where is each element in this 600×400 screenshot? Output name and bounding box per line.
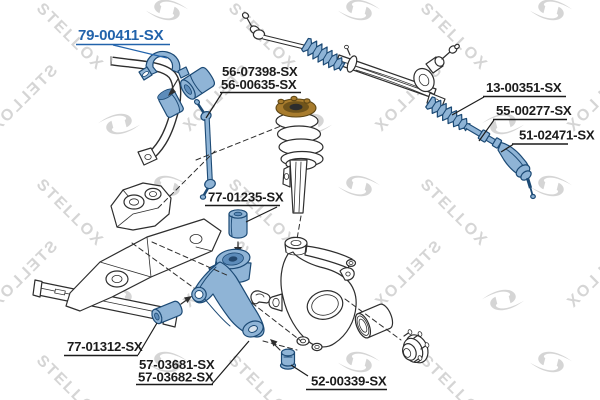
label-control-arm[interactable]: 57-03681-SX 57-03682-SX — [136, 340, 250, 386]
stellox-logo-watermark-icon — [97, 102, 141, 146]
label-tie-rod-end[interactable]: 51-02471-SX — [500, 128, 595, 153]
label-control-arm-front-bushing[interactable]: 77-01312-SX — [64, 322, 158, 357]
part-number-text[interactable]: 57-03681-SX — [139, 357, 215, 372]
part-number-text[interactable]: 55-00277-SX — [496, 103, 572, 118]
wheel-bearing-drawing — [354, 303, 394, 339]
stellox-logo-watermark-icon — [529, 340, 573, 384]
watermark-text: STELLOX — [0, 238, 61, 312]
label-stabilizer-bushing[interactable]: 79-00411-SX — [76, 27, 170, 59]
part-number-link[interactable]: 79-00411-SX — [78, 27, 164, 44]
part-number-text[interactable]: 77-01235-SX — [208, 190, 284, 205]
watermark-text: STELLOX — [563, 62, 600, 136]
stellox-logo-watermark-icon — [529, 0, 573, 32]
strut-drawing — [275, 95, 324, 214]
part-number-text[interactable]: 77-01312-SX — [67, 339, 143, 354]
stabilizer-link-part — [193, 99, 216, 200]
wheel-hub-drawing — [402, 329, 430, 364]
assembly-axis-lines — [131, 125, 402, 351]
subframe-drawing — [32, 182, 271, 328]
control-arm-rear-bushing-part — [228, 209, 248, 239]
label-steering-bellows[interactable]: 13-00351-SX — [451, 80, 566, 116]
leader-line — [290, 364, 309, 377]
inner-tie-rod-part — [465, 123, 503, 149]
part-number-text[interactable]: 57-03682-SX — [138, 370, 214, 385]
watermark-text: STELLOX — [371, 238, 445, 312]
steering-bellows-right-part — [423, 94, 473, 135]
stellox-logo-watermark-icon — [337, 0, 381, 32]
stellox-logo-watermark-icon — [337, 164, 381, 208]
label-ball-joint-boot[interactable]: 52-00339-SX — [290, 364, 387, 391]
leader-line — [112, 44, 168, 59]
knuckle-hub-drawing — [268, 236, 430, 364]
leader-line — [478, 119, 495, 142]
watermark-text: STELLOX — [33, 176, 107, 250]
watermark-text: STELLOX — [33, 352, 107, 400]
watermark-text: STELLOX — [0, 62, 61, 136]
ball-joint-boot-part — [270, 339, 297, 370]
control-arm-front-bushing-part — [151, 300, 183, 325]
tie-rod-end-part — [497, 141, 536, 200]
label-inner-tie-rod[interactable]: 55-00277-SX — [478, 103, 572, 142]
part-number-text[interactable]: 56-00635-SX — [221, 77, 297, 92]
watermark-text: STELLOX — [563, 238, 600, 312]
steering-rack-drawing — [241, 12, 536, 200]
stellox-logo-watermark-icon — [481, 278, 525, 322]
leader-line — [500, 143, 514, 153]
label-stabilizer-link[interactable]: 56-07398-SX 56-00635-SX — [205, 64, 301, 119]
stabilizer-bushing-kit-part — [138, 50, 216, 118]
strut-top-mount — [275, 95, 317, 118]
control-arm-part — [151, 209, 265, 338]
watermark-text: STELLOX — [417, 176, 491, 250]
part-number-text[interactable]: 56-07398-SX — [222, 64, 298, 79]
leader-line — [245, 206, 278, 223]
watermark-text: STELLOX — [417, 352, 491, 400]
leader-line — [211, 340, 250, 385]
leader-line — [451, 96, 485, 116]
leader-line — [137, 322, 158, 356]
part-number-text[interactable]: 13-00351-SX — [486, 80, 562, 95]
part-number-text[interactable]: 52-00339-SX — [311, 374, 387, 389]
labels-layer: 79-00411-SX 56-07398-SX 56-00635-SX 13-0… — [64, 27, 595, 391]
leader-line — [205, 92, 223, 119]
stellox-logo-watermark-icon — [529, 164, 573, 208]
part-number-text[interactable]: 51-02471-SX — [519, 128, 595, 143]
label-control-arm-rear-bushing[interactable]: 77-01235-SX — [205, 190, 284, 223]
